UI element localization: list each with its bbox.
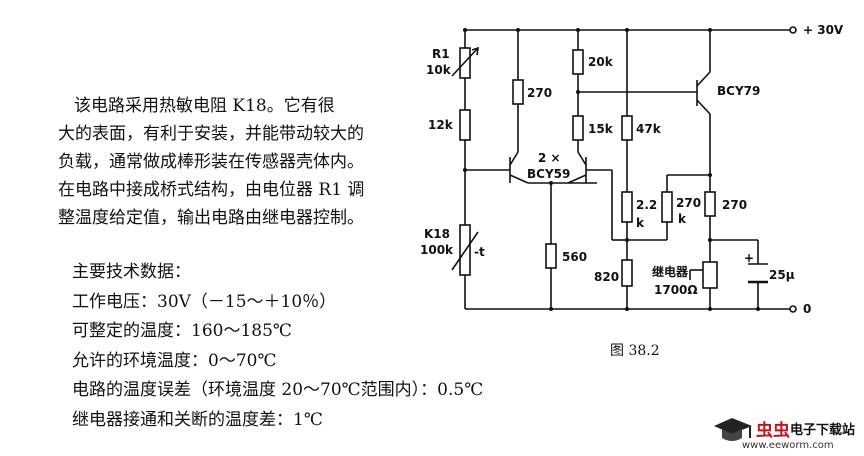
- relay-coil: [702, 261, 718, 289]
- graduation-cap-icon: [714, 418, 752, 441]
- relay-value: 1700Ω: [654, 283, 698, 297]
- specs-title: 主要技术数据：: [72, 262, 191, 282]
- resistor-270-b: [704, 191, 716, 217]
- description-line: 大的表面，有利于安装，并能带动较大的: [58, 124, 364, 144]
- r270a-label: 270: [527, 86, 552, 100]
- specifications-list: 主要技术数据： 工作电压：30V（－15～＋10％） 可整定的温度：160～18…: [72, 258, 492, 435]
- r12k-label: 12k: [428, 118, 454, 132]
- resistor-15k: [572, 115, 584, 141]
- relay-name: 继电器: [652, 264, 689, 279]
- resistor-560: [545, 243, 557, 269]
- supply-label: + 30V: [803, 23, 844, 37]
- k18-name: K18: [424, 227, 450, 241]
- potentiometer-arrow: [451, 47, 479, 77]
- r270k-value: 270: [676, 196, 701, 210]
- transistor-pair-label: BCY59: [527, 167, 570, 181]
- r820-label: 820: [594, 270, 619, 284]
- description-line: 该电路采用热敏电阻 K18。它有很: [74, 96, 335, 116]
- figure-caption: 图 38.2: [610, 343, 660, 359]
- r2-2-value: 2.2: [636, 198, 657, 212]
- thermistor-slash: [451, 231, 479, 271]
- description-line: 在电路中接成桥式结构，由电位器 R1 调: [58, 180, 365, 200]
- k18-value: 100k: [420, 243, 454, 257]
- r47k-label: 47k: [636, 122, 662, 136]
- r270b-label: 270: [722, 198, 747, 212]
- resistor-270-k: [661, 191, 673, 223]
- description-line: 整温度给定值，输出电路由继电器控制。: [58, 208, 364, 228]
- r1-value: 10k: [426, 63, 452, 77]
- r270k-unit: k: [678, 212, 687, 226]
- description-line: 负载，通常做成棒形装在传感器壳体内。: [58, 152, 364, 172]
- resistor-47k: [621, 115, 633, 141]
- r560-label: 560: [562, 250, 587, 264]
- r2-2-unit: k: [636, 216, 645, 230]
- ground-label: 0: [803, 302, 811, 316]
- cap-plus: +: [744, 251, 754, 265]
- description-paragraph: 该电路采用热敏电阻 K18。它有很 大的表面，有利于安装，并能带动较大的 负载，…: [58, 92, 418, 232]
- resistor-270-a: [512, 79, 524, 105]
- resistor-12k: [459, 109, 471, 141]
- spec-item: 可整定的温度：160～185℃: [72, 321, 292, 341]
- spec-item: 工作电压：30V（－15～＋10％）: [72, 291, 337, 312]
- watermark-logo-text: 虫虫: [756, 421, 790, 441]
- resistor-820: [621, 259, 633, 287]
- watermark: 虫虫 电子下载站 www.eeworm.com: [712, 414, 862, 454]
- transistor-out-label: BCY79: [717, 84, 760, 98]
- r15k-label: 15k: [588, 122, 614, 136]
- k18-temp: -t: [474, 245, 485, 259]
- cap-value: 25μ: [769, 268, 795, 282]
- watermark-site-name: 电子下载站: [790, 423, 856, 438]
- transistor-pair-count: 2 ×: [538, 151, 561, 165]
- spec-item: 继电器接通和关断的温度差：1℃: [72, 409, 323, 430]
- r1-name: R1: [432, 47, 450, 61]
- resistor-20k: [572, 49, 584, 75]
- spec-item: 电路的温度误差（环境温度 20～70℃范围内）：0.5℃: [72, 380, 484, 400]
- resistor-2-2k: [621, 191, 633, 223]
- watermark-url: www.eeworm.com: [742, 440, 834, 451]
- r20k-label: 20k: [588, 55, 614, 69]
- spec-item: 允许的环境温度：0～70℃: [72, 350, 277, 371]
